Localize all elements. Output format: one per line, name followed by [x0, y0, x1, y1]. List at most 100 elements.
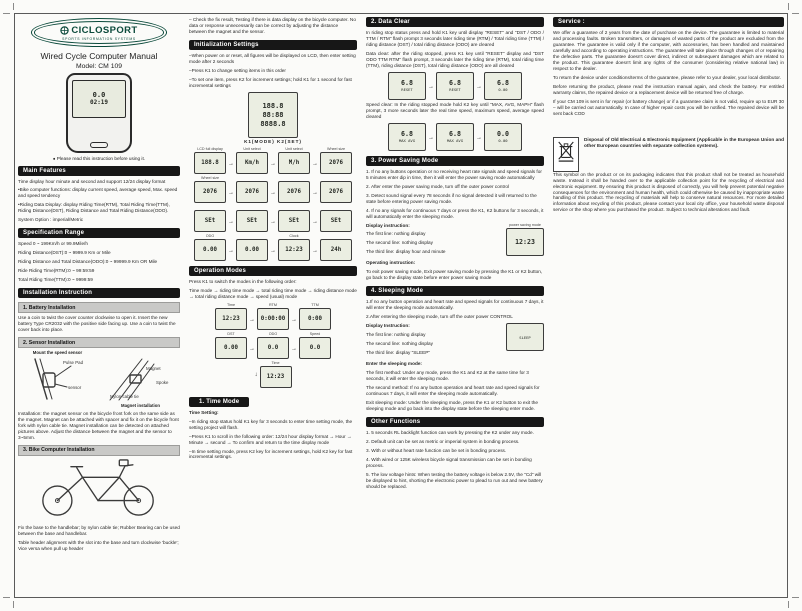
column-cover: CICLOSPORT SPORTS INFORMATION SYSTEMS Wi…	[18, 17, 180, 594]
lcd-line: SLEEP	[519, 334, 531, 340]
time-setting-bullet: –In time setting mode, press K2 key for …	[189, 448, 353, 460]
arrow-right-icon: →	[228, 189, 234, 196]
arrow-right-icon: →	[249, 316, 255, 323]
lcd-line: 88:88	[262, 110, 284, 119]
subsection-bike-computer: 3. Bike Computer Installation	[18, 444, 180, 456]
column-functions: 2. Data Clear In riding stop status pres…	[366, 17, 544, 594]
other-item: 4. With wired or 125K wireless bicycle s…	[366, 456, 532, 468]
section-time-mode: 1. Time Mode	[189, 396, 250, 407]
display-line: The second line: nothing display	[366, 341, 433, 347]
arrow-right-icon: →	[291, 345, 297, 352]
data-clear-text: In riding stop status press and hold K1 …	[366, 30, 544, 47]
arrow-right-icon: →	[228, 247, 234, 254]
lcd-line: RESET	[449, 87, 461, 93]
power-saving-item: 1. If no any buttons operation or no rec…	[366, 168, 542, 180]
battery-text: Use a coin to twist the cover counter cl…	[18, 315, 176, 333]
lcd-line: 02:19	[89, 99, 109, 106]
operating-instruction-title: Operating instruction:	[366, 260, 416, 266]
crop-mark	[788, 3, 789, 10]
sleeping-display-figure: Display Instruction: The first line: not…	[366, 323, 544, 359]
lcd-line: 0.0	[92, 91, 106, 99]
setting-screen: 24h	[320, 234, 352, 261]
lcd-display: 12:23	[506, 227, 544, 256]
bike-illustration	[18, 458, 180, 523]
arrow-right-icon: →	[270, 160, 276, 167]
device-button	[90, 141, 108, 148]
section-installation: Installation Instruction	[18, 288, 180, 299]
crop-mark	[792, 597, 799, 598]
setting-screen: 2076	[278, 176, 310, 203]
fork-sensor-drawing: Pulse Pad sensor	[33, 358, 83, 400]
setting-screen: 2076	[236, 176, 268, 203]
model-label: Model: CM 109	[75, 62, 123, 70]
lcd-line: 6.8	[449, 79, 461, 88]
bike-text: Table header alignment with the slot int…	[18, 539, 179, 551]
keys-caption: K1(MODE) K2(SET)	[244, 138, 302, 144]
sleeping-item: 1.If no any button operation and heart r…	[366, 299, 544, 311]
operation-text: Time mode → riding time mode → total rid…	[189, 287, 357, 299]
arrow-right-icon: →	[270, 218, 276, 225]
enter-sleeping-title: Enter the sleeping mode:	[366, 361, 422, 367]
sensor-diagrams: Mount the speed sensor Pulse Pad sensor	[18, 350, 180, 409]
lcd-display: 2076	[320, 151, 352, 174]
read-note-text: Please read this instruction before usin…	[56, 155, 146, 161]
lcd-line: 0.0	[497, 130, 509, 139]
init-bullet: –To set one item, press K2 for increment…	[189, 76, 352, 88]
lcd-line: 6.8	[449, 130, 461, 139]
lcd-display: SLEEP	[506, 323, 544, 352]
sleeping-method: The first method: Under any mode, press …	[366, 370, 529, 381]
arrow-right-icon: →	[291, 316, 297, 323]
power-saving-item: 3. Detect sound signal every 78 seconds …	[366, 192, 537, 204]
feature-item: •Bike computer functions: display curren…	[18, 187, 178, 199]
lcd-caption: Unit select	[285, 146, 303, 151]
sleeping-method: The second method: If no any button oper…	[366, 384, 540, 396]
section-other-functions: Other Functions	[366, 416, 544, 427]
setting-screen: SEt	[194, 205, 226, 232]
lcd-display: SEt	[320, 209, 352, 232]
lcd-display: Km/h	[236, 151, 268, 174]
other-item: 3. With or without heart rate function c…	[366, 447, 507, 453]
lcd-caption: RTM	[269, 302, 277, 307]
sleeping-exit: Exit sleeping mode: Under the sleeping m…	[366, 399, 538, 411]
page-border	[14, 13, 788, 598]
lcd-display: 0.00	[236, 238, 268, 261]
section-service: Service :	[553, 17, 784, 27]
display-instruction: Display instruction: The first line: not…	[366, 223, 500, 259]
lcd-caption: Time	[271, 360, 280, 365]
service-paragraph: Before returning the product, please rea…	[553, 83, 784, 95]
operation-text: Press K1 to switch the modes in the foll…	[189, 278, 297, 284]
cycle-computer-illustration: 0.0 02:19	[66, 72, 132, 153]
lcd-display: SEt	[278, 209, 310, 232]
lcd-display: 2076	[236, 180, 268, 203]
lcd-display: 12:23	[215, 307, 247, 330]
arrow-right-icon: →	[312, 189, 318, 196]
logo-name-row: CICLOSPORT	[37, 25, 161, 36]
magnet-diagram: Magnet Spoke Nylon cable tie Magnet inst…	[101, 350, 180, 409]
crossed-out-bin-drawing	[558, 141, 574, 162]
lcd-display: 188.8 88:88 8888.8	[248, 91, 298, 138]
lcd-display: 0.00	[194, 238, 226, 261]
bike-text: Fix the base to the handlebar; by nylon …	[18, 524, 180, 536]
spec-item: Riding Distance and Total Distance(ODO):…	[18, 259, 158, 265]
crop-mark	[13, 601, 14, 608]
lcd-display: 188.8	[194, 151, 226, 174]
init-settings-row: SEt → SEt → SEt → SEt	[189, 205, 357, 232]
time-setting-subtitle: Time Setting:	[189, 409, 219, 415]
manual-title: Wired Cycle Computer Manual	[40, 50, 158, 61]
time-setting-bullet: –Press K1 to scroll in the following ord…	[189, 433, 352, 445]
spec-item: Total Riding Time(TTM):0 ~ 9999:59	[18, 277, 93, 283]
diagram-caption: Magnet installation	[121, 403, 160, 409]
